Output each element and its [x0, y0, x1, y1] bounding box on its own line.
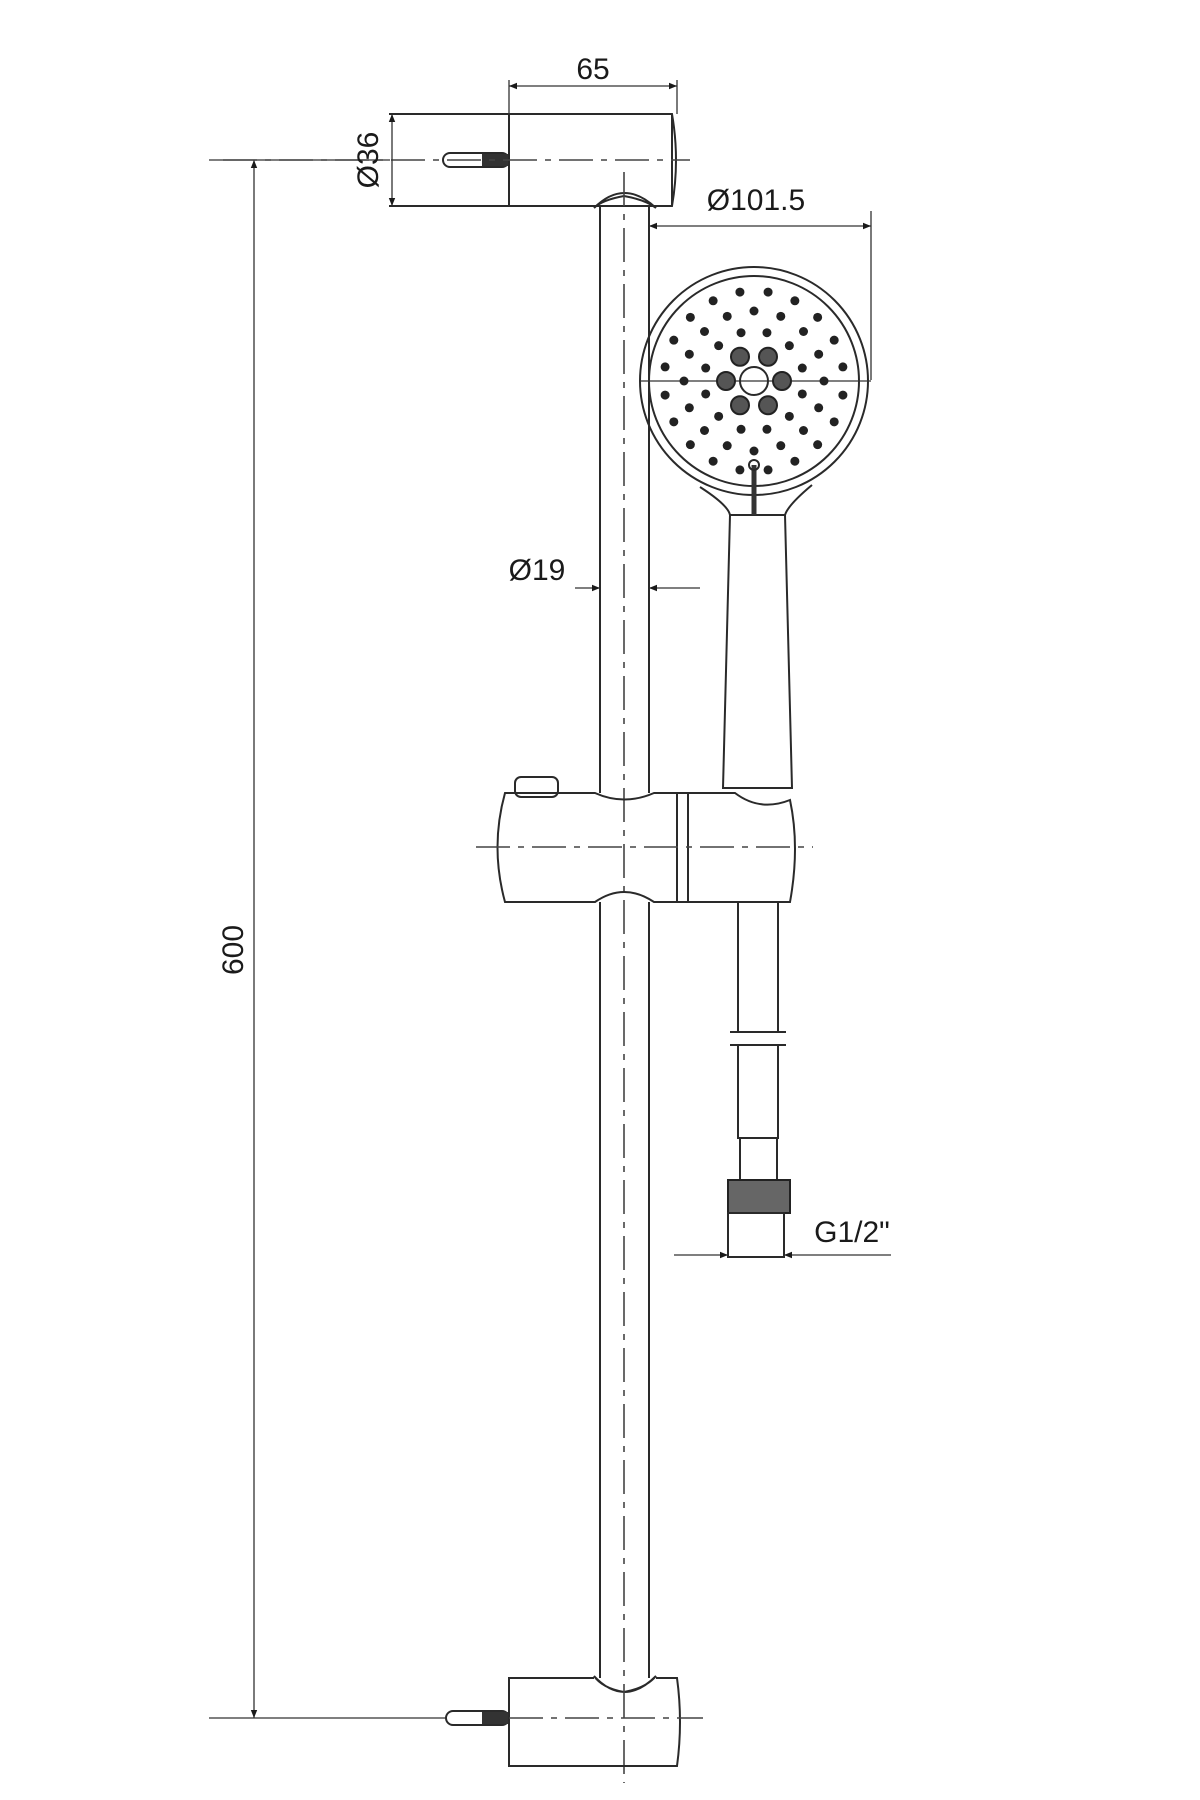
nozzle	[701, 389, 711, 399]
nozzle	[685, 312, 695, 322]
nozzle	[829, 335, 839, 345]
nozzle	[700, 327, 710, 337]
nozzle	[762, 328, 772, 338]
nozzle	[814, 403, 824, 413]
nozzle	[660, 362, 670, 372]
nozzle	[790, 456, 800, 466]
nozzle	[684, 403, 694, 413]
bottom-wall-bracket	[445, 1677, 703, 1767]
nozzle	[660, 390, 670, 400]
nozzle	[797, 389, 807, 399]
rail-length-dimension: 600	[209, 159, 446, 1719]
nozzle	[838, 390, 848, 400]
nozzle	[722, 311, 732, 321]
nozzle	[819, 376, 829, 386]
nozzle	[736, 328, 746, 338]
nozzle	[758, 346, 778, 367]
nozzle	[784, 341, 794, 351]
nozzle	[684, 349, 694, 359]
nozzle	[700, 425, 710, 435]
head-diameter-dimension: Ø101.5	[649, 184, 872, 380]
nozzle	[814, 349, 824, 359]
nozzle	[776, 311, 786, 321]
nozzle	[736, 424, 746, 434]
nozzle	[669, 417, 679, 427]
bracket-diameter-label: Ø36	[352, 132, 385, 189]
hose-connection-dimension: G1/2"	[674, 1216, 891, 1259]
nozzle	[679, 376, 689, 386]
rail	[593, 172, 657, 1783]
nozzle	[813, 440, 823, 450]
hand-shower	[639, 266, 871, 789]
nozzle	[784, 411, 794, 421]
nozzle	[730, 346, 750, 367]
nozzle	[838, 362, 848, 372]
nozzle	[701, 363, 711, 373]
nozzle	[763, 287, 773, 297]
rail-diameter-label: Ø19	[509, 554, 566, 587]
nozzle	[722, 441, 732, 451]
nozzle	[708, 456, 718, 466]
nozzle	[735, 465, 745, 475]
head-diameter-label: Ø101.5	[707, 184, 805, 217]
nozzle	[758, 395, 778, 416]
nozzle	[813, 312, 823, 322]
slider-holder	[476, 776, 813, 903]
nozzle	[776, 441, 786, 451]
rail-length-label: 600	[217, 925, 250, 975]
top-wall-bracket	[223, 113, 690, 207]
release-button	[514, 776, 559, 798]
nozzle	[714, 341, 724, 351]
nozzle	[749, 306, 759, 316]
hose-nut	[727, 1179, 791, 1214]
bracket-diameter-dimension: Ø36	[352, 114, 396, 206]
nozzle	[798, 425, 808, 435]
nozzle	[763, 465, 773, 475]
nozzle	[730, 395, 750, 416]
nozzle	[749, 446, 759, 456]
nozzle	[829, 417, 839, 427]
hose-connection-label: G1/2"	[814, 1216, 890, 1249]
nozzle	[798, 327, 808, 337]
nozzle	[708, 296, 718, 306]
nozzle	[685, 440, 695, 450]
nozzle	[716, 371, 736, 391]
nozzle	[714, 411, 724, 421]
nozzle	[735, 287, 745, 297]
nozzle	[762, 424, 772, 434]
shower-hose	[727, 901, 791, 1258]
nozzle	[790, 296, 800, 306]
nozzle	[772, 371, 792, 391]
nozzle	[669, 335, 679, 345]
rail-diameter-dimension: Ø19	[509, 554, 700, 592]
bracket-depth-dimension: 65	[508, 53, 678, 114]
spray-nozzles	[660, 287, 848, 475]
nozzle	[797, 363, 807, 373]
bracket-depth-label: 65	[576, 53, 609, 86]
